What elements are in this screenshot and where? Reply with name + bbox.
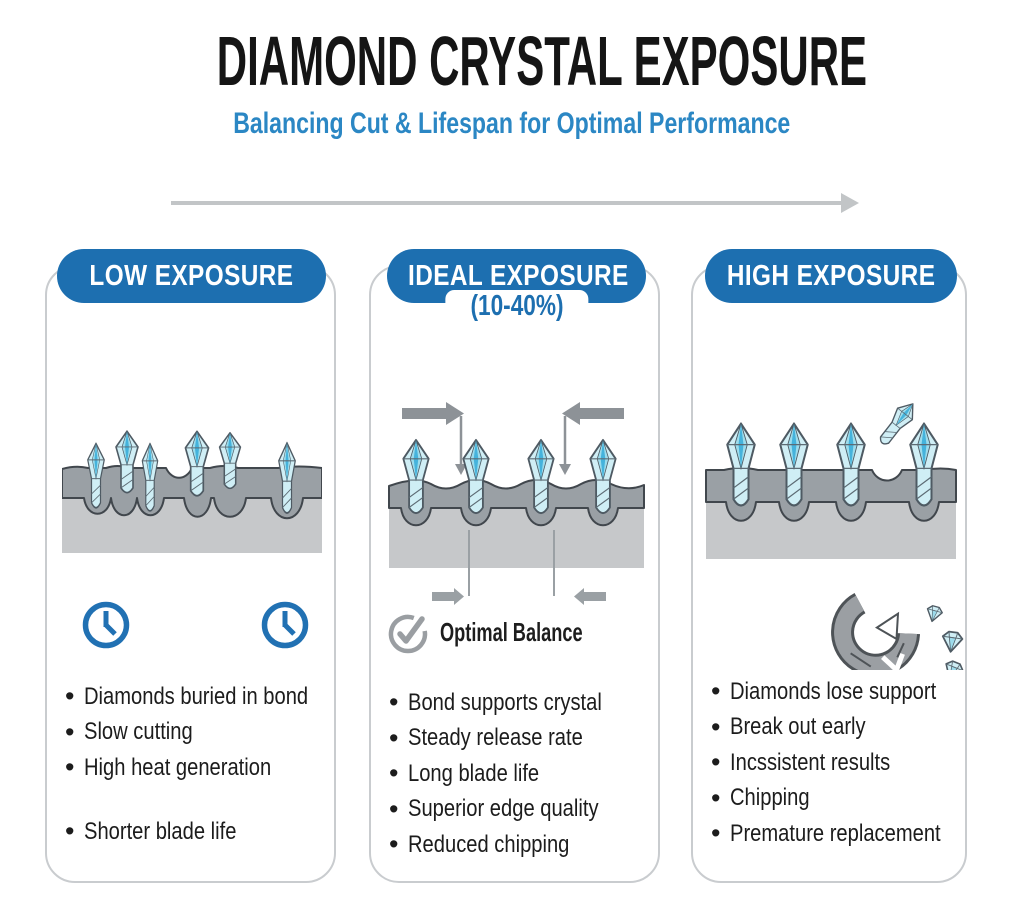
bullet-item: Break out early — [709, 710, 961, 746]
overexposed-diamonds-illustration — [705, 397, 966, 670]
bullet-item: Incssistent results — [709, 745, 961, 781]
page-subtitle: Balancing Cut & Lifespan for Optimal Per… — [233, 107, 791, 140]
low-exposure-card: LOW EXPOSURE Diamonds buried in bond — [45, 249, 336, 883]
ideal-exposure-range: (10-40%) — [469, 290, 564, 322]
bullet-item: High heat generation — [63, 750, 330, 786]
high-exposure-header-label: HIGH EXPOSURE — [726, 260, 936, 292]
optimal-balance-label: Optimal Balance — [440, 616, 583, 647]
bullet-item: Diamonds buried in bond — [63, 679, 330, 715]
ideal-exposure-card: IDEAL EXPOSURE (10-40%) — [369, 249, 660, 883]
pressure-arrow-right-icon — [559, 402, 624, 475]
page-title: DIAMOND CRYSTAL EXPOSURE — [216, 22, 868, 100]
bullet-item: Chipping — [709, 781, 961, 817]
balanced-exposure-illustration — [388, 402, 645, 605]
low-exposure-bullet-list: Diamonds buried in bondSlow cuttingHigh … — [63, 679, 330, 786]
high-exposure-bullet-list: Diamonds lose supportBreak out earlyIncs… — [709, 674, 961, 852]
right-arrow-icon — [171, 193, 859, 213]
ideal-exposure-range-tab: (10-40%) — [444, 290, 589, 322]
bullet-item: Superior edge quality — [387, 792, 654, 828]
bullet-item: Long blade life — [387, 756, 654, 792]
low-exposure-header-label: LOW EXPOSURE — [89, 260, 294, 292]
high-exposure-header-pill: HIGH EXPOSURE — [705, 249, 957, 303]
clock-icon — [261, 601, 309, 649]
bullet-item: Shorter blade life — [63, 814, 330, 850]
ideal-exposure-header-pill: IDEAL EXPOSURE (10-40%) — [387, 249, 646, 322]
ideal-exposure-header-label: IDEAL EXPOSURE — [408, 260, 629, 292]
bond-matrix — [705, 467, 957, 522]
check-circle-icon — [388, 614, 428, 654]
high-exposure-card: HIGH EXPOSURE — [691, 249, 967, 883]
debris-diamonds-icon — [923, 603, 966, 670]
diamonds-buried-in-bond-illustration — [62, 430, 322, 553]
broken-segment-icon — [831, 593, 921, 670]
bullet-item: Reduced chipping — [387, 827, 654, 863]
clock-icon — [82, 601, 130, 649]
bond-depth-guides — [432, 530, 606, 605]
bullet-item: Bond supports crystal — [387, 685, 654, 721]
pressure-arrow-left-icon — [402, 402, 467, 475]
ideal-exposure-bullet-list: Bond supports crystalSteady release rate… — [387, 685, 654, 863]
bullet-item: Premature replacement — [709, 816, 961, 852]
bullet-item: Diamonds lose support — [709, 674, 961, 710]
bullet-item: Slow cutting — [63, 715, 330, 751]
optimal-balance-caption: Optimal Balance — [386, 610, 644, 654]
low-exposure-header-pill: LOW EXPOSURE — [57, 249, 326, 303]
low-exposure-bullet-list-secondary: Shorter blade life — [63, 814, 330, 850]
bullet-item: Steady release rate — [387, 721, 654, 757]
